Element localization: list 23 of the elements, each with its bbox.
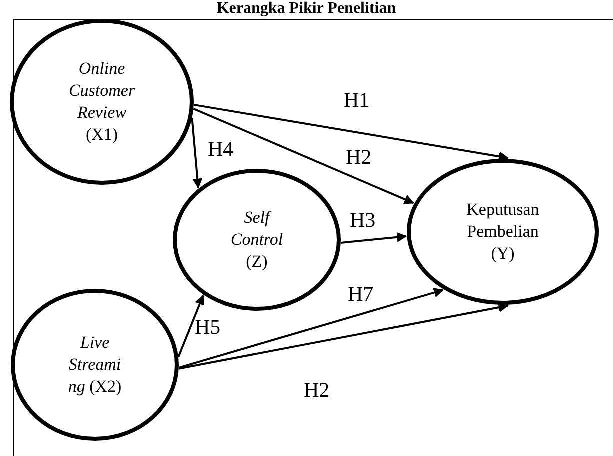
edge-label: H3	[350, 210, 376, 231]
variable-label: Online Customer Review (X1)	[68, 58, 136, 146]
variable-ellipse	[11, 289, 179, 441]
edge-label: H1	[344, 90, 370, 111]
arrow	[178, 302, 509, 370]
variable-label: Keputusan Pembelian (Y)	[466, 198, 540, 266]
arrow	[340, 232, 408, 244]
variable-ellipse	[10, 19, 194, 185]
edge-label: H2	[304, 380, 330, 401]
variable-label: Live Streami ng (X2)	[67, 332, 123, 398]
diagram-title: Kerangka Pikir Penelitian	[216, 0, 398, 18]
edge-label: H2	[346, 147, 372, 168]
arrow	[178, 294, 205, 358]
variable-ellipse	[173, 169, 341, 311]
edge-label: H7	[348, 284, 374, 305]
arrow	[178, 288, 444, 369]
variable-label: Self Control (Z)	[230, 206, 284, 274]
arrow	[193, 108, 415, 204]
edge-label: H4	[208, 139, 234, 160]
variable-ellipse	[407, 159, 599, 305]
arrow	[191, 118, 203, 189]
edge-label: H5	[195, 317, 221, 338]
arrow	[194, 104, 509, 162]
